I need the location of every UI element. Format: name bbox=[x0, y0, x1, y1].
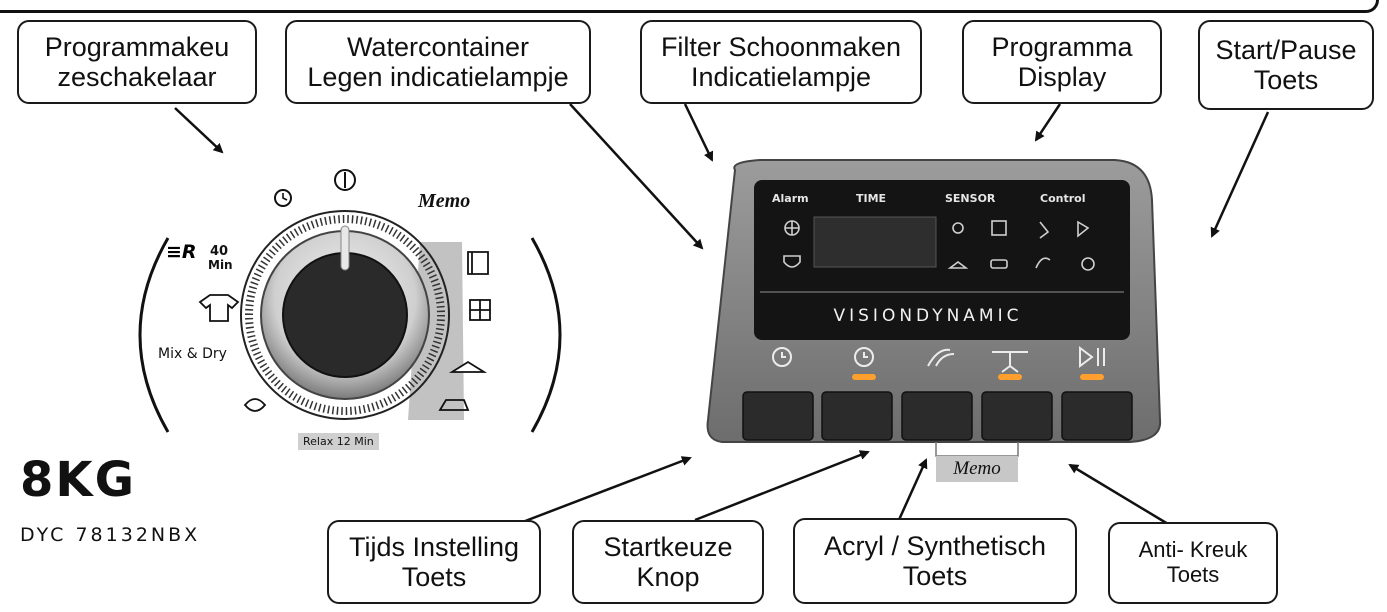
iron-icon bbox=[438, 399, 470, 411]
callout-display-line2: Display bbox=[1017, 62, 1107, 92]
control-panel bbox=[706, 159, 1162, 457]
arrow-startpause bbox=[1210, 111, 1270, 238]
panel-memo-tab: Memo bbox=[936, 456, 1018, 482]
button-startkeuze-icon bbox=[854, 347, 874, 367]
program-dial: ≡R bbox=[138, 169, 562, 433]
arrow-acryl bbox=[896, 458, 928, 523]
panel-time-label: TIME bbox=[856, 192, 887, 205]
callout-startpause-line2: Toets bbox=[1253, 65, 1319, 95]
arrow-filter bbox=[683, 103, 714, 162]
capacity-label: 8KG bbox=[20, 452, 136, 508]
arrow-antikreuk bbox=[1068, 463, 1169, 526]
sensor-hanger-icon bbox=[947, 261, 969, 269]
sensor-iron-icon bbox=[990, 259, 1008, 269]
arrow-display bbox=[1034, 103, 1062, 142]
button-acryl-icon bbox=[927, 348, 955, 367]
cupboard-dry-icon bbox=[467, 251, 489, 275]
panel-brand: VISIONDYNAMIC bbox=[833, 306, 1023, 326]
callout-programmakeuze-line1: Programmakeu bbox=[44, 31, 230, 62]
sensor-sun-icon bbox=[952, 222, 964, 234]
arrow-programmakeuze bbox=[174, 107, 224, 154]
callout-acryl-line2: Toets bbox=[902, 561, 968, 591]
panel-alarm-label: Alarm bbox=[772, 192, 809, 205]
callout-startkeuze: Startkeuze Knop bbox=[572, 520, 764, 604]
power-icon bbox=[334, 169, 356, 191]
arrow-watercontainer bbox=[569, 103, 704, 250]
dial-knob-center bbox=[282, 252, 408, 378]
dial-40min-number: 40 bbox=[210, 244, 229, 259]
callout-watercontainer-line1: Watercontainer bbox=[346, 31, 530, 62]
led-antikreuk bbox=[998, 374, 1022, 380]
callout-startpause: Start/Pause Toets bbox=[1198, 20, 1374, 110]
extra-dry-icon: ≡R bbox=[166, 241, 197, 263]
button-antikreuk bbox=[981, 391, 1053, 441]
arrow-startkeuze bbox=[694, 450, 870, 522]
dial-relax-label: Relax 12 Min bbox=[298, 433, 379, 450]
hanger-icon bbox=[448, 360, 488, 373]
control-start-icon bbox=[1081, 257, 1095, 271]
callout-filter-line2: Indicatielampje bbox=[690, 62, 872, 92]
callout-tijd-line1: Tijds Instelling bbox=[348, 531, 520, 562]
callout-watercontainer: Watercontainer Legen indicatielampje bbox=[285, 20, 591, 104]
callout-tijd-line2: Toets bbox=[401, 562, 467, 592]
control-antikreuk-icon bbox=[1077, 220, 1090, 238]
dial-40min-unit: Min bbox=[208, 258, 233, 272]
button-startkeuze bbox=[821, 391, 893, 441]
dial-memo-label: Memo bbox=[418, 190, 471, 212]
panel-sensor-label: SENSOR bbox=[945, 192, 996, 205]
control-acryl-icon bbox=[1035, 257, 1051, 269]
callout-startpause-line1: Start/Pause bbox=[1215, 34, 1357, 65]
arrow-tijd bbox=[519, 456, 692, 525]
callout-display: Programma Display bbox=[962, 20, 1162, 104]
dial-pointer bbox=[340, 225, 350, 271]
callout-display-line1: Programma bbox=[991, 31, 1133, 62]
callout-arrows bbox=[174, 103, 1270, 526]
callout-antikreuk-line1: Anti- Kreuk bbox=[1138, 537, 1248, 563]
control-delay-icon bbox=[1039, 221, 1050, 239]
button-antikreuk-icon bbox=[992, 351, 1028, 373]
water-container-icon bbox=[783, 255, 801, 268]
callout-antikreuk-line2: Toets bbox=[1166, 562, 1220, 587]
callout-watercontainer-line2: Legen indicatielampje bbox=[307, 62, 569, 92]
button-time bbox=[742, 391, 814, 441]
callout-programmakeuze-line2: zeschakelaar bbox=[57, 62, 217, 92]
button-acryl bbox=[901, 391, 973, 441]
sensor-cupboard-icon bbox=[991, 220, 1007, 236]
dial-bracket-left bbox=[138, 237, 170, 433]
callout-antikreuk: Anti- Kreuk Toets bbox=[1108, 522, 1278, 604]
callout-filter-line1: Filter Schoonmaken bbox=[660, 31, 902, 62]
callout-acryl: Acryl / Synthetisch Toets bbox=[793, 518, 1077, 604]
led-startpause bbox=[1080, 374, 1104, 380]
callout-acryl-line1: Acryl / Synthetisch bbox=[823, 530, 1047, 561]
callout-tijd: Tijds Instelling Toets bbox=[327, 520, 541, 604]
clock-icon bbox=[274, 189, 292, 207]
model-number: DYC 78132NBX bbox=[20, 524, 201, 546]
dial-ring bbox=[240, 210, 450, 420]
button-time-icon bbox=[772, 347, 792, 367]
button-startpause-icon bbox=[1079, 346, 1105, 368]
callout-startkeuze-line2: Knop bbox=[636, 562, 700, 592]
panel-control-label: Control bbox=[1040, 192, 1086, 205]
callout-programmakeuze: Programmakeu zeschakelaar bbox=[17, 20, 257, 104]
callout-startkeuze-line1: Startkeuze bbox=[603, 531, 733, 562]
button-startpause bbox=[1061, 391, 1133, 441]
wool-icon bbox=[243, 398, 267, 412]
callout-filter: Filter Schoonmaken Indicatielampje bbox=[640, 20, 922, 104]
led-startkeuze bbox=[852, 374, 876, 380]
time-display bbox=[813, 216, 937, 268]
dial-bracket-right bbox=[530, 237, 562, 433]
dial-mix-dry-label: Mix & Dry bbox=[158, 346, 227, 362]
shirt-icon bbox=[198, 294, 240, 322]
dial-ticks bbox=[245, 215, 445, 415]
